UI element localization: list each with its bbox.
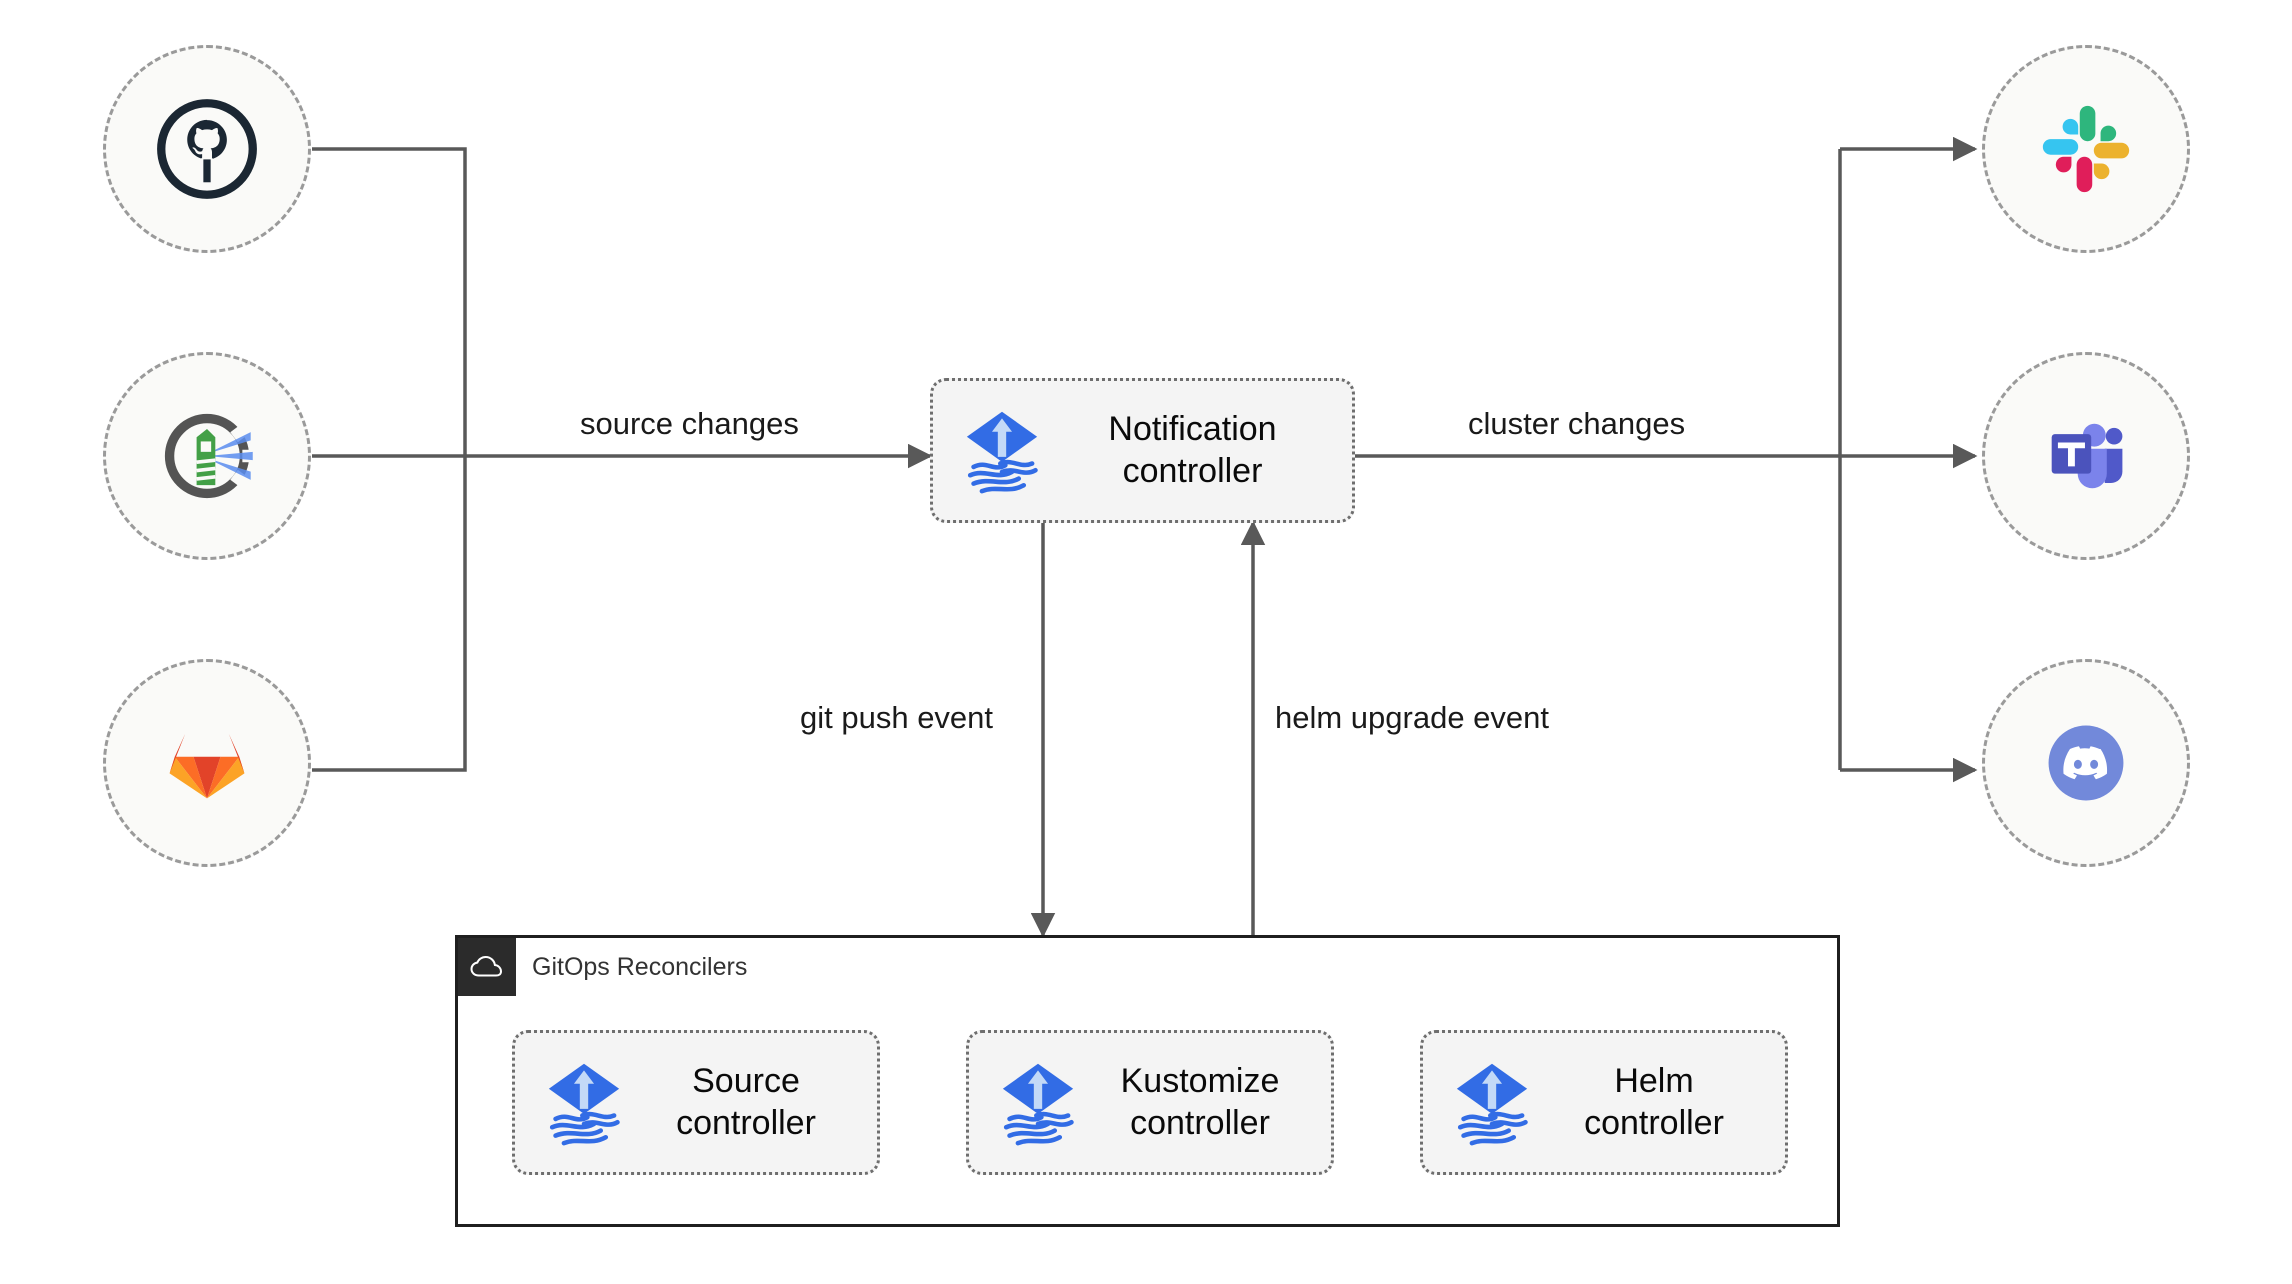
cloud-icon bbox=[470, 955, 503, 977]
kustomize-controller-box[interactable]: Kustomize controller bbox=[966, 1030, 1334, 1175]
destination-node-discord[interactable] bbox=[1982, 659, 2190, 867]
source-controller-box[interactable]: Source controller bbox=[512, 1030, 880, 1175]
source-node-github[interactable] bbox=[103, 45, 311, 253]
edge-label-cluster-changes: cluster changes bbox=[1468, 406, 1686, 441]
slack-icon bbox=[2042, 105, 2130, 193]
notification-controller-box[interactable]: Notification controller bbox=[930, 378, 1355, 523]
source-controller-label: Source controller bbox=[676, 1062, 816, 1142]
kustomize-controller-label: Kustomize controller bbox=[1120, 1062, 1280, 1142]
discord-icon bbox=[2048, 725, 2124, 801]
gitops-reconcilers-title: GitOps Reconcilers bbox=[532, 952, 748, 981]
lighthouse-icon bbox=[164, 413, 253, 499]
gitlab-icon bbox=[169, 733, 245, 799]
destination-node-slack[interactable] bbox=[1982, 45, 2190, 253]
wire-source-bus bbox=[312, 147, 467, 772]
flux-icon bbox=[548, 1063, 620, 1145]
flux-icon bbox=[966, 411, 1038, 493]
cloud-badge bbox=[458, 938, 516, 996]
flux-icon bbox=[1002, 1063, 1074, 1145]
github-icon bbox=[157, 99, 257, 199]
destination-node-teams[interactable] bbox=[1982, 352, 2190, 560]
source-node-lighthouse[interactable] bbox=[103, 352, 311, 560]
notification-controller-label: Notification controller bbox=[1108, 410, 1277, 490]
source-node-gitlab[interactable] bbox=[103, 659, 311, 867]
microsoft-teams-icon bbox=[2051, 423, 2123, 489]
gitops-reconcilers-header: GitOps Reconcilers bbox=[458, 938, 747, 996]
flux-icon bbox=[1456, 1063, 1528, 1145]
edge-label-git-push-event: git push event bbox=[800, 700, 994, 735]
edge-label-source-changes: source changes bbox=[580, 406, 799, 441]
helm-controller-label: Helm controller bbox=[1584, 1062, 1724, 1142]
helm-controller-box[interactable]: Helm controller bbox=[1420, 1030, 1788, 1175]
edge-label-helm-upgrade-event: helm upgrade event bbox=[1275, 700, 1550, 735]
